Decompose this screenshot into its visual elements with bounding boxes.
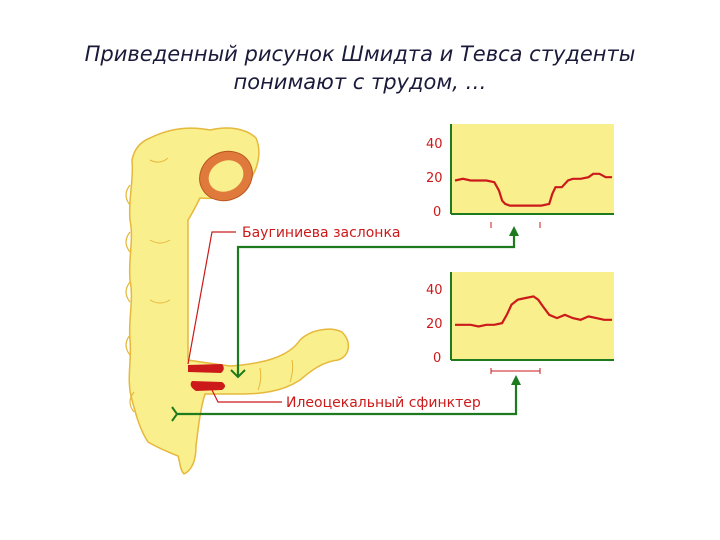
- connector-to-chart-1: [236, 232, 516, 376]
- sphincter-mark: [190, 381, 225, 391]
- sphincter-pointer-line: [211, 389, 282, 403]
- sphincter-label: Илеоцекальный сфинктер: [286, 395, 481, 411]
- chart-2-tick-0: 0: [433, 351, 441, 366]
- chart-2-tick-20: 20: [426, 317, 443, 332]
- green-connectors: [171, 226, 521, 422]
- probe-fork-1: [230, 369, 246, 379]
- chart-1-series-line: [454, 172, 612, 207]
- chart-2-series-line: [455, 295, 612, 328]
- title-line-2: понимают с трудом, …: [233, 70, 487, 94]
- valve-mark: [188, 364, 224, 373]
- pressure-chart-1: 40 20 0: [426, 124, 614, 228]
- pressure-chart-2: 40 20 0: [426, 272, 614, 374]
- chart-1-tick-40: 40: [426, 137, 443, 152]
- title-line-1: Приведенный рисунок Шмидта и Тевса студе…: [84, 42, 636, 66]
- chart-2-tick-40: 40: [426, 283, 443, 298]
- chart-1-tick-20: 20: [426, 171, 443, 186]
- chart-1-tick-0: 0: [433, 205, 441, 220]
- connector-to-chart-2: [176, 382, 518, 416]
- valve-label: Баугиниева заслонка: [242, 225, 401, 241]
- arrow-head-1: [509, 226, 519, 236]
- cross-section-ring: [199, 150, 253, 202]
- valve-pointer-line: [187, 231, 236, 365]
- arrow-head-2: [511, 375, 521, 385]
- probe-fork-2: [171, 406, 179, 422]
- page-title: Приведенный рисунок Шмидта и Тевса студе…: [0, 40, 720, 96]
- chart-1-background: [451, 124, 614, 214]
